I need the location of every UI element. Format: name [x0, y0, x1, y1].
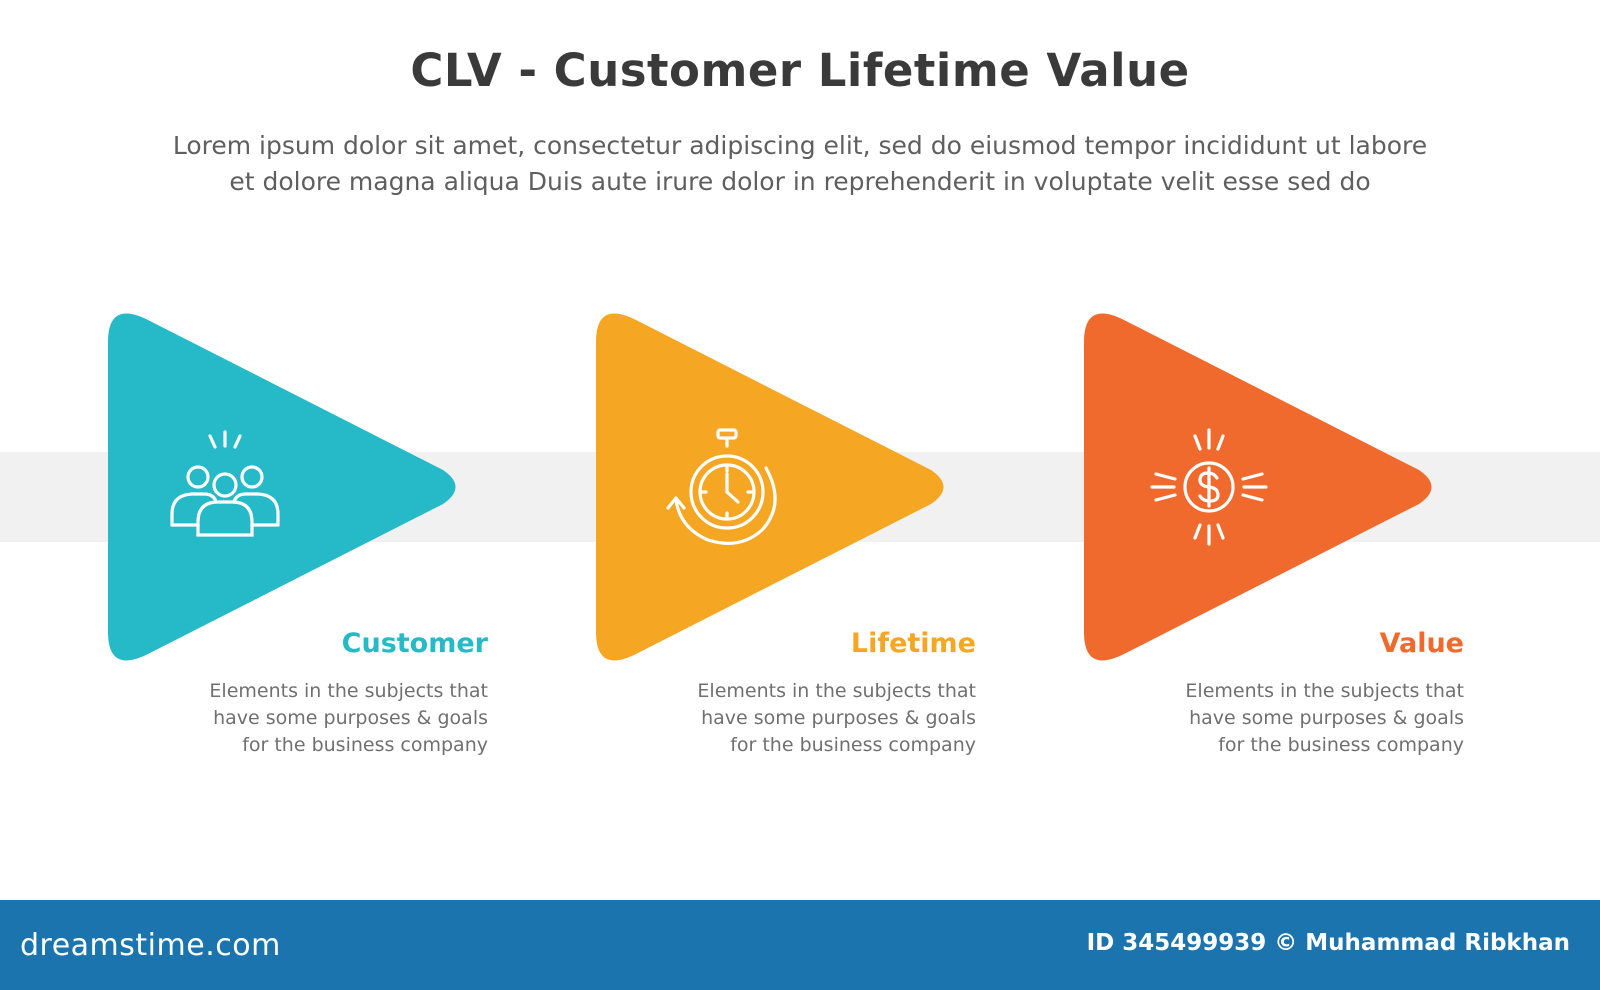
desc-line: have some purposes & goals: [701, 707, 976, 729]
triangle-lifetime: [596, 313, 944, 661]
stage-lifetime: Lifetime Elements in the subjects that h…: [596, 310, 976, 780]
stage-customer: Customer Elements in the subjects that h…: [108, 310, 488, 780]
stage-description-value: Elements in the subjects that have some …: [1144, 678, 1464, 759]
footer-brand[interactable]: dreamstime.com: [20, 928, 281, 963]
desc-line: for the business company: [1218, 734, 1464, 756]
triangle-value: [1084, 313, 1432, 661]
stage-label-value: Value: [1379, 628, 1464, 659]
people-group-icon: [170, 430, 280, 537]
desc-line: have some purposes & goals: [213, 707, 488, 729]
subtitle: Lorem ipsum dolor sit amet, consectetur …: [60, 128, 1540, 200]
triangle-customer: [108, 313, 456, 661]
stage-label-lifetime: Lifetime: [850, 628, 976, 659]
subtitle-line-1: Lorem ipsum dolor sit amet, consectetur …: [172, 131, 1428, 160]
stage-value: Value Elements in the subjects that have…: [1084, 310, 1464, 780]
subtitle-line-2: et dolore magna aliqua Duis aute irure d…: [229, 167, 1371, 196]
stopwatch-icon: [666, 428, 777, 545]
desc-line: Elements in the subjects that: [697, 680, 976, 702]
stage-label-customer: Customer: [341, 628, 488, 659]
page-title: CLV - Customer Lifetime Value: [410, 44, 1190, 97]
stage-description-customer: Elements in the subjects that have some …: [168, 678, 488, 759]
desc-line: Elements in the subjects that: [209, 680, 488, 702]
desc-line: Elements in the subjects that: [1185, 680, 1464, 702]
desc-line: have some purposes & goals: [1189, 707, 1464, 729]
desc-line: for the business company: [242, 734, 488, 756]
footer-credit: ID 345499939 © Muhammad Ribkhan: [1086, 930, 1570, 956]
stage-description-lifetime: Elements in the subjects that have some …: [656, 678, 976, 759]
desc-line: for the business company: [730, 734, 976, 756]
dollar-coin-icon: [1150, 428, 1268, 546]
footer-bar: dreamstime.com ID 345499939 © Muhammad R…: [0, 900, 1600, 990]
